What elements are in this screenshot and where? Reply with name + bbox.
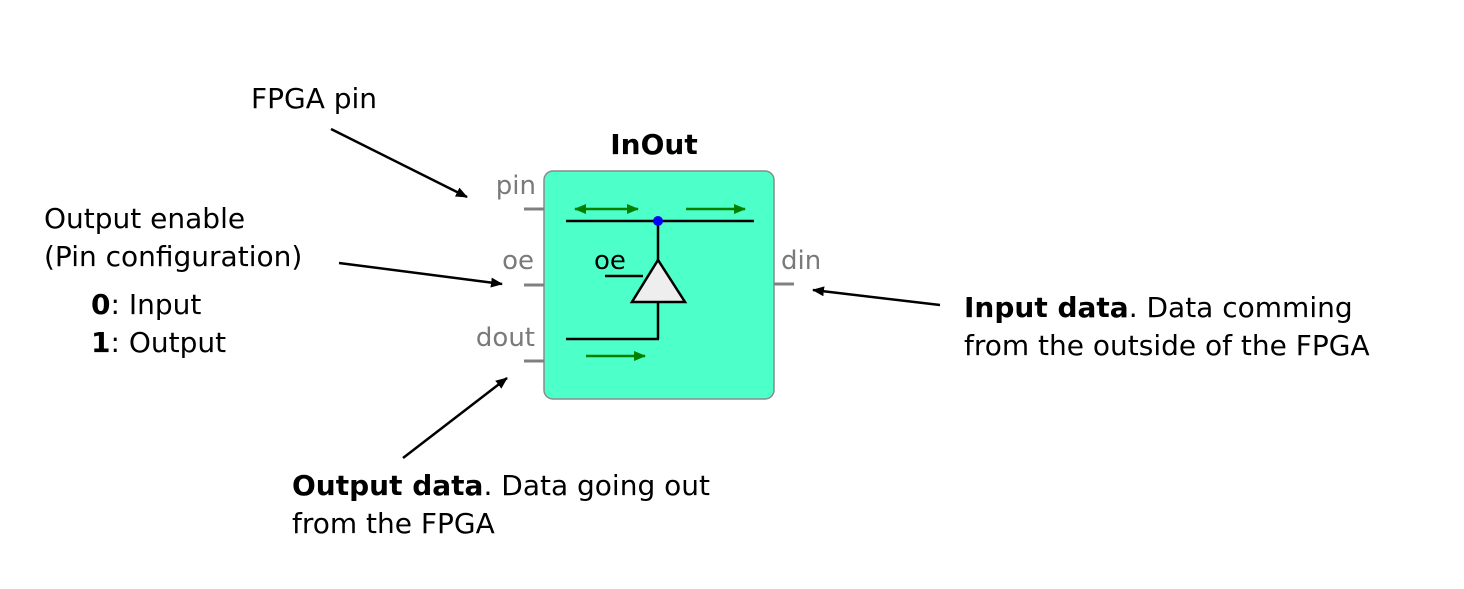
output-enable-annotation: Output enable (Pin configuration) [44, 200, 302, 276]
output-data-annotation: Output data. Data going out from the FPG… [292, 467, 710, 543]
inner-oe-label: oe [594, 246, 626, 276]
output-data-heading: Output data [292, 469, 484, 502]
block-title: InOut [610, 128, 697, 161]
output-enable-subtitle: (Pin configuration) [44, 240, 303, 273]
output-data-line1: Output data. Data going out [292, 467, 710, 505]
output-enable-options: 0: Input 1: Output [91, 286, 226, 362]
option-input-value: 0 [91, 288, 111, 321]
option-input: 0: Input [91, 286, 226, 324]
input-data-arrow-icon [812, 286, 941, 307]
option-output-value: 1 [91, 326, 111, 359]
port-oe-label: oe [502, 246, 534, 276]
option-output-text: : Output [110, 326, 227, 359]
port-pin-label: pin [496, 171, 536, 201]
input-data-rest: . Data comming [1128, 291, 1353, 324]
port-din-label: din [781, 246, 821, 276]
input-data-line1: Input data. Data comming [964, 289, 1370, 327]
tristate-buffer-icon [629, 257, 688, 304]
input-data-line2: from the outside of the FPGA [964, 329, 1370, 362]
option-input-text: : Input [110, 288, 202, 321]
port-dout-label: dout [476, 323, 535, 353]
fpga-pin-text: FPGA pin [251, 82, 378, 115]
output-data-line2: from the FPGA [292, 507, 495, 540]
output-data-arrow-icon [402, 377, 508, 459]
output-enable-title: Output enable [44, 202, 246, 235]
input-data-heading: Input data [964, 291, 1129, 324]
junction-dot [653, 216, 663, 226]
fpga-pin-arrow-icon [330, 127, 468, 199]
output-enable-arrow-icon [338, 261, 503, 288]
input-data-annotation: Input data. Data comming from the outsid… [964, 289, 1370, 365]
output-data-rest: . Data going out [483, 469, 710, 502]
fpga-pin-annotation: FPGA pin [251, 80, 377, 118]
option-output: 1: Output [91, 324, 226, 362]
